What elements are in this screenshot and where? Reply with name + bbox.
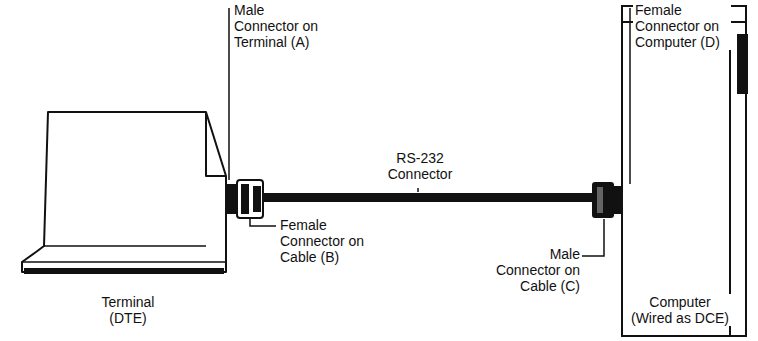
rs232-cable bbox=[263, 193, 593, 202]
female-connector-d bbox=[614, 186, 622, 214]
computer-drawing bbox=[622, 6, 748, 336]
device-label: Terminal (DTE) bbox=[86, 294, 170, 326]
part-label: Male Connector on Cable (C) bbox=[484, 246, 582, 294]
female-connector-b bbox=[237, 180, 263, 218]
device-label: Computer (Wired as DCE) bbox=[626, 294, 734, 326]
male-connector-a bbox=[226, 184, 237, 214]
part-label: Female Connector on Cable (B) bbox=[278, 217, 376, 265]
part-label: Male Connector on Terminal (A) bbox=[232, 2, 330, 50]
part-label: RS-232 Connector bbox=[376, 150, 464, 182]
male-connector-c bbox=[592, 182, 614, 218]
terminal-drawing bbox=[22, 112, 226, 274]
part-label: Female Connector on Computer (D) bbox=[633, 2, 731, 50]
